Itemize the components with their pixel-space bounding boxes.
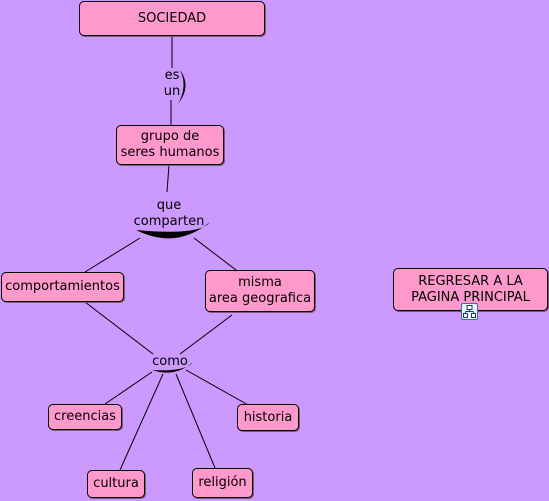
connector-line bbox=[166, 164, 170, 193]
connector-line bbox=[104, 371, 153, 405]
link-phrase-que-comparten: que comparten bbox=[133, 198, 205, 229]
concept-misma-area-geografica: misma area geografica bbox=[205, 270, 315, 312]
como-crescent bbox=[152, 362, 193, 373]
concept-religion: religión bbox=[192, 468, 253, 498]
connector-line bbox=[175, 373, 216, 469]
concept-sociedad: SOCIEDAD bbox=[79, 1, 265, 36]
concept-map-link-icon[interactable] bbox=[461, 303, 478, 320]
link-phrase-es-un: es un bbox=[163, 68, 181, 99]
connector-line bbox=[193, 237, 237, 271]
connector-line bbox=[179, 314, 233, 355]
concept-comportamientos: comportamientos bbox=[1, 272, 124, 302]
connector-line bbox=[119, 373, 164, 471]
concept-creencias: creencias bbox=[48, 404, 122, 430]
connector-line bbox=[84, 301, 154, 355]
es-un-crescent bbox=[178, 70, 186, 104]
concept-cultura: cultura bbox=[87, 470, 145, 498]
que-comparten-crescent bbox=[136, 222, 210, 239]
connector-line bbox=[185, 369, 251, 407]
connector-line bbox=[84, 237, 141, 273]
concept-historia: historia bbox=[237, 404, 299, 431]
concept-grupo-seres-humanos: grupo de seres humanos bbox=[116, 125, 224, 165]
hierarchy-icon bbox=[463, 305, 476, 318]
link-phrase-como: como bbox=[152, 354, 188, 369]
